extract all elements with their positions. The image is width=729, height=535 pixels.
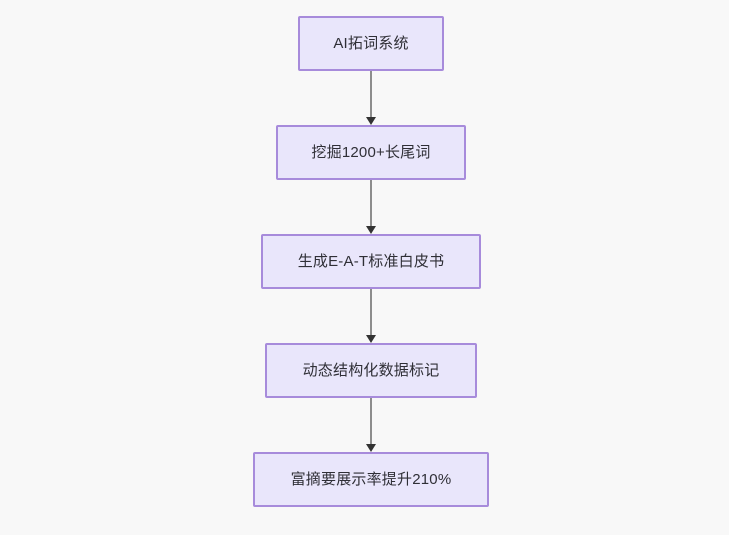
flow-node-label: 生成E-A-T标准白皮书 [297, 252, 445, 270]
flow-edge-4-to-5 [370, 398, 372, 444]
flow-node-dynamic-structured-data-markup[interactable]: 动态结构化数据标记 [265, 343, 477, 398]
flow-node-mine-longtail-keywords[interactable]: 挖掘1200+长尾词 [276, 125, 466, 180]
arrow-down-icon [365, 444, 376, 452]
flow-node-rich-snippet-impression-lift[interactable]: 富摘要展示率提升210% [253, 452, 489, 507]
flow-edge-3-to-4 [370, 289, 372, 335]
arrow-down-icon [365, 335, 376, 343]
flow-node-generate-eat-whitepaper[interactable]: 生成E-A-T标准白皮书 [261, 234, 481, 289]
flow-node-ai-keyword-system[interactable]: AI拓词系统 [298, 16, 444, 71]
arrow-down-icon [365, 117, 376, 125]
flow-node-label: AI拓词系统 [333, 34, 409, 52]
flow-edge-2-to-3 [370, 180, 372, 226]
arrow-down-icon [365, 226, 376, 234]
flow-node-label: 挖掘1200+长尾词 [311, 143, 431, 161]
flow-node-label: 富摘要展示率提升210% [290, 470, 452, 488]
flow-edge-1-to-2 [370, 71, 372, 117]
flow-node-label: 动态结构化数据标记 [302, 361, 440, 379]
